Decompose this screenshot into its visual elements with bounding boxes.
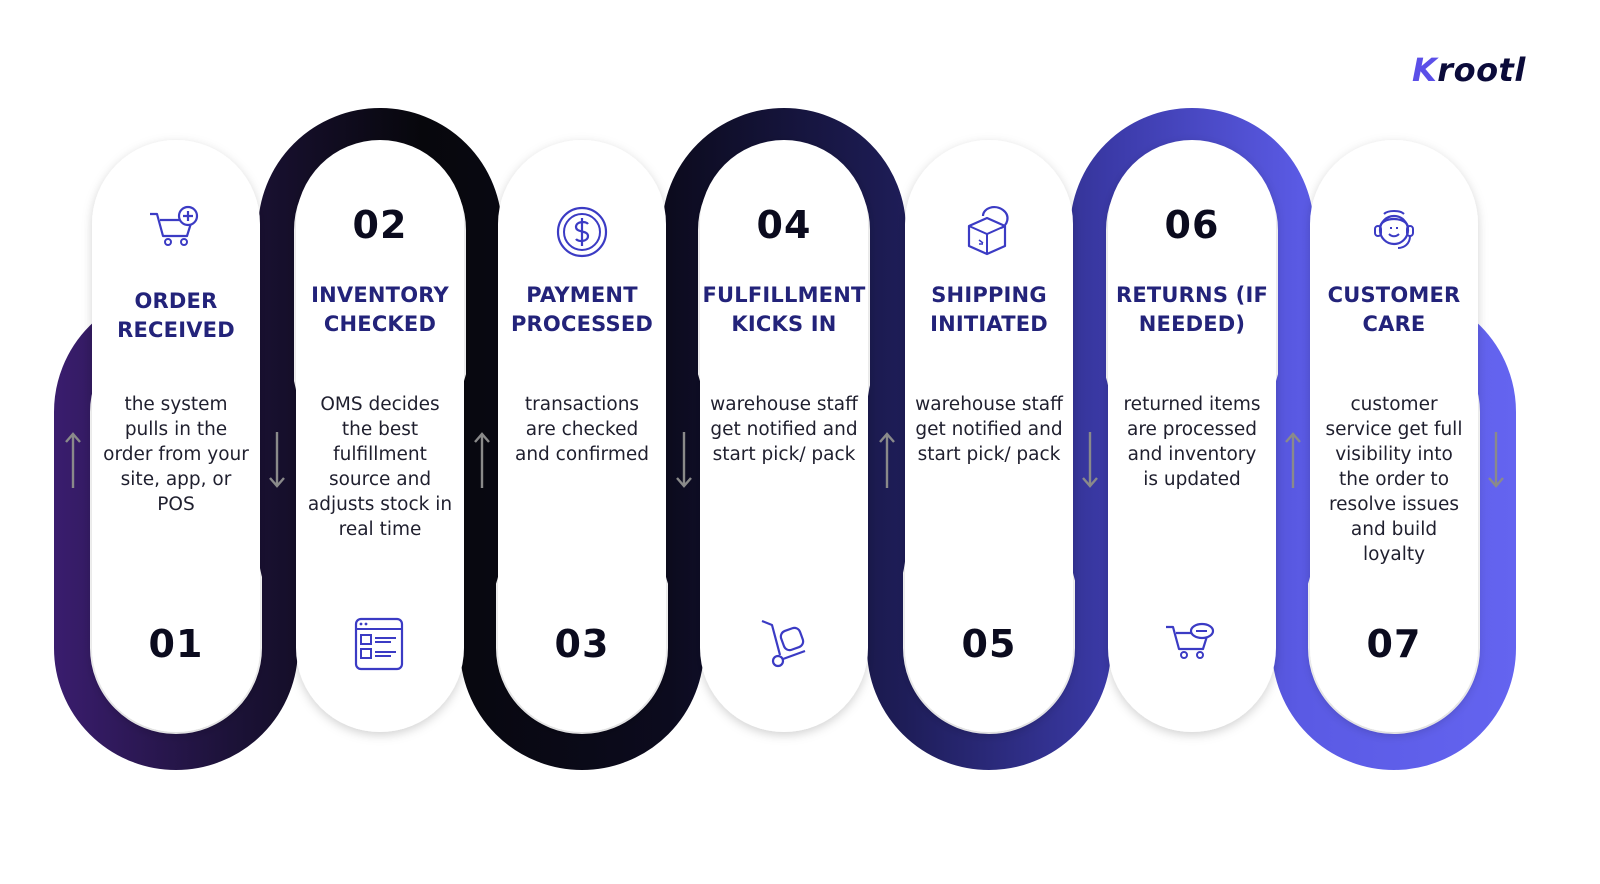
step-title-line: SHIPPING <box>931 283 1047 307</box>
step-05: 05 SHIPPING INITIATED warehouse staff get n… <box>905 0 1073 884</box>
step-title-line: CHECKED <box>323 312 437 336</box>
step-description: transactions are checked and confirmed <box>515 394 649 465</box>
arrow-up-icon <box>63 430 83 490</box>
logo-mark: K <box>1412 51 1438 89</box>
step-card-01 <box>92 140 260 732</box>
step-card-07 <box>1310 140 1478 732</box>
step-card-02 <box>296 140 464 732</box>
step-01: 01 ORDER RECEIVED the system pulls in the o… <box>92 0 260 884</box>
arrow-down-icon <box>267 430 287 490</box>
step-title-line: NEEDED) <box>1138 312 1246 336</box>
step-title: PAYMENT PROCESSED <box>492 281 672 339</box>
step-title-line: RETURNS (IF <box>1115 283 1269 307</box>
step-title-line: INITIATED <box>930 312 1048 336</box>
step-number: 06 <box>1164 203 1220 247</box>
step-number: 02 <box>352 203 408 247</box>
step-title-line: ORDER <box>134 289 218 313</box>
step-description: warehouse staff get notified and start p… <box>915 394 1063 465</box>
shopping-cart-return-icon <box>1160 613 1224 677</box>
step-card-04 <box>700 140 868 732</box>
step-cards <box>92 140 1478 732</box>
step-description: returned items are processed and invento… <box>1123 394 1261 490</box>
dashboard-window-icon <box>348 613 412 677</box>
step-title: INVENTORY CHECKED <box>290 281 470 339</box>
step-title-line: CUSTOMER <box>1327 283 1461 307</box>
arrow-down-icon <box>1486 430 1506 490</box>
step-title-line: KICKS IN <box>731 312 837 336</box>
step-description: the system pulls in the order from your … <box>103 394 249 515</box>
step-title-line: CARE <box>1362 312 1426 336</box>
dollar-coin-icon <box>550 200 614 264</box>
step-card-06 <box>1108 140 1276 732</box>
step-title: FULFILLMENT KICKS IN <box>694 281 874 339</box>
arrow-up-icon <box>472 430 492 490</box>
step-number: 05 <box>961 622 1017 666</box>
step-description: customer service get full visibility int… <box>1325 394 1463 565</box>
hand-truck-icon <box>752 613 816 677</box>
step-title: CUSTOMER CARE <box>1304 281 1484 339</box>
step-description: warehouse staff get notified and start p… <box>710 394 858 465</box>
step-number: 03 <box>554 622 610 666</box>
step-description: OMS decides the best fulfillment source … <box>307 394 453 540</box>
step-title: ORDER RECEIVED <box>86 287 266 345</box>
step-title-line: INVENTORY <box>311 283 449 307</box>
step-03: 03 PAYMENT PROCESSED transactions are check… <box>498 0 666 884</box>
step-title-line: FULFILLMENT <box>702 283 866 307</box>
package-box-icon <box>957 200 1021 264</box>
step-title: RETURNS (IF NEEDED) <box>1102 281 1282 339</box>
step-number: 04 <box>756 203 812 247</box>
step-07: 07 CUSTOMER CARE customer service get full … <box>1310 0 1478 884</box>
shopping-cart-plus-icon <box>144 200 208 264</box>
arrow-up-icon <box>877 430 897 490</box>
arrow-up-icon <box>1283 430 1303 490</box>
step-title: SHIPPING INITIATED <box>899 281 1079 339</box>
arrow-down-icon <box>674 430 694 490</box>
step-card-05 <box>905 140 1073 732</box>
step-number: 07 <box>1366 622 1422 666</box>
step-title-line: PAYMENT <box>526 283 638 307</box>
headset-agent-icon <box>1362 200 1426 264</box>
krootl-logo: Krootl <box>1412 48 1552 92</box>
step-number: 01 <box>148 622 204 666</box>
step-title-line: PROCESSED <box>510 312 654 336</box>
logo-text: rootl <box>1437 51 1526 89</box>
step-card-03 <box>498 140 666 732</box>
step-title-line: RECEIVED <box>117 318 235 342</box>
arrow-down-icon <box>1080 430 1100 490</box>
